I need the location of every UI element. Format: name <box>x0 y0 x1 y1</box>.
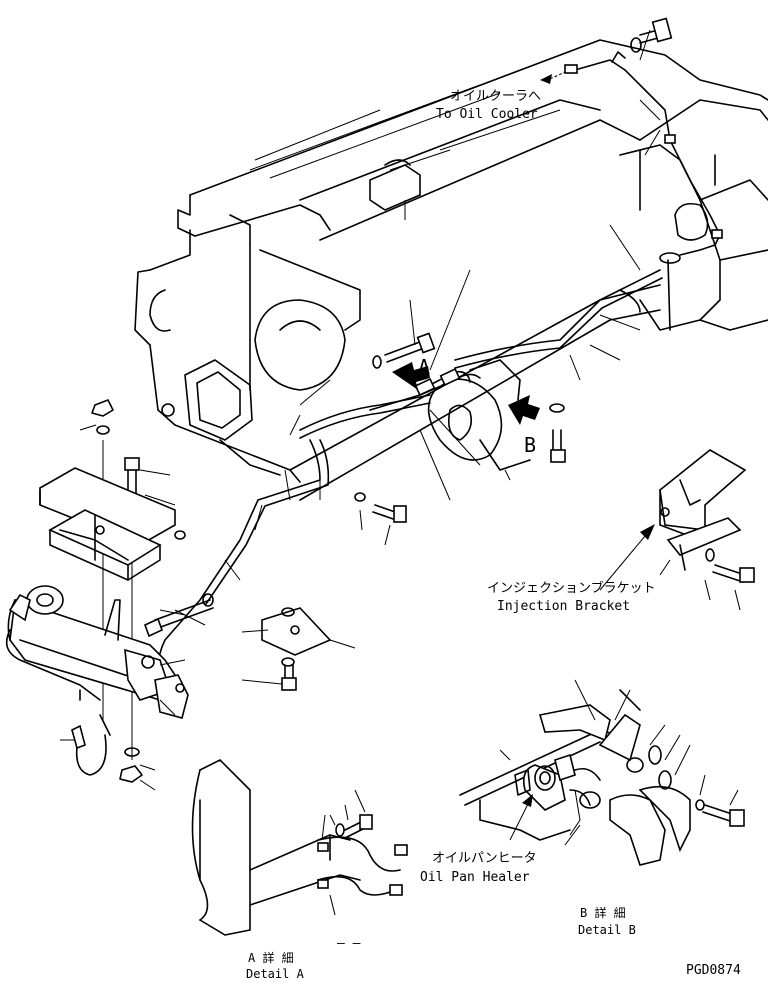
detail-a-drawing: – – <box>191 759 408 951</box>
injection-bracket-label-en: Injection Bracket <box>497 599 630 614</box>
oil-cooler-label-en: To Oil Cooler <box>436 107 538 122</box>
detail-a-label-en: Detail A <box>246 967 305 980</box>
text-labels: オイルクーラへ To Oil Cooler インジェクションブラケット Inje… <box>246 71 741 981</box>
main-fasteners <box>174 17 673 546</box>
detail-b-label-jp: B 詳 細 <box>580 905 626 920</box>
view-arrow-b: B <box>508 395 540 457</box>
heater-bracket-assembly <box>5 399 356 791</box>
detail-a-label-jp: A 詳 細 <box>248 950 294 965</box>
view-a-letter: A <box>418 355 430 379</box>
detail-b-label-en: Detail B <box>578 923 636 937</box>
engine-block <box>134 39 768 501</box>
oil-cooler-label-jp: オイルクーラへ <box>450 89 541 104</box>
view-arrow-a: A <box>392 355 430 390</box>
injection-bracket <box>599 449 755 611</box>
detail-b-drawing <box>459 679 745 866</box>
oil-cooler-arrow-icon <box>540 74 552 84</box>
dash-mark: – – <box>337 936 361 951</box>
injection-bracket-label-jp: インジェクションブラケット <box>487 580 656 596</box>
oil-pan-heater-label-en: Oil Pan Healer <box>420 870 530 885</box>
drawing-number: PGD0874 <box>686 963 741 978</box>
view-b-letter: B <box>524 433 536 457</box>
oil-pan-heater-label-jp: オイルパンヒータ <box>432 851 537 866</box>
heater-hoses <box>157 51 723 681</box>
